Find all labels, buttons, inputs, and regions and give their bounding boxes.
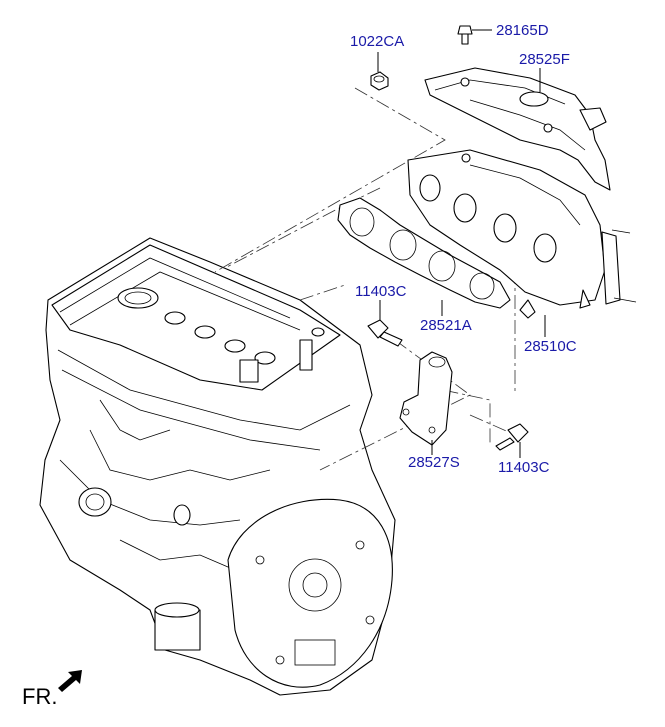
bolt-11403C-top [367,319,403,347]
callout-leaders [377,29,546,458]
part-label-11403C-bottom[interactable]: 11403C [498,459,550,476]
manifold-bracket [399,351,453,446]
part-label-28521A[interactable]: 28521A [420,317,472,334]
nut-1022CA [370,71,389,91]
part-label-11403C-top[interactable]: 11403C [355,283,407,300]
bolt-11403C-bottom [495,423,529,451]
spark-plug-wells [164,311,276,365]
engine-block-illustration [39,237,396,696]
heat-protector [424,67,611,191]
assembly-leader-lines [214,87,521,471]
part-label-28527S[interactable]: 28527S [408,454,460,471]
manifold-gasket [337,197,511,309]
part-label-1022CA[interactable]: 1022CA [350,33,404,50]
front-arrow-icon [58,670,82,692]
bolt-28165D [457,25,473,45]
part-label-28525F[interactable]: 28525F [519,51,570,68]
exhaust-manifold [407,149,637,319]
front-orientation-label: FR. [22,684,57,709]
part-label-28165D[interactable]: 28165D [496,22,549,39]
part-label-28510C[interactable]: 28510C [524,338,577,355]
